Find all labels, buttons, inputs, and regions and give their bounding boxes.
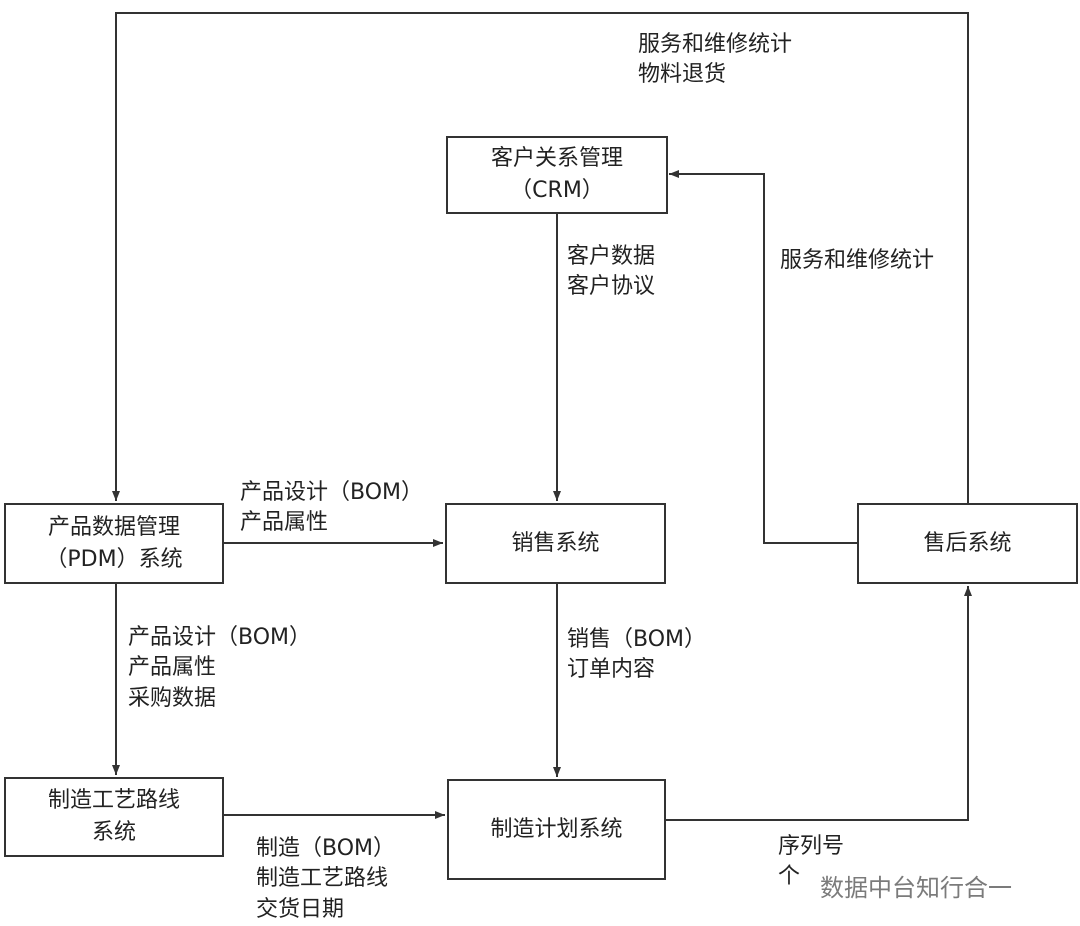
- pdm-node-subtitle: （PDM）系统: [45, 546, 183, 572]
- label-pdm-to-sales-line: 产品属性: [240, 510, 329, 536]
- mfg-plan-node-title: 制造计划系统: [490, 816, 623, 842]
- routing-node-subtitle: 系统: [91, 820, 136, 845]
- sales-node: 销售系统: [445, 503, 666, 584]
- watermark-text: 数据中台知行合一: [820, 874, 1012, 902]
- label-top-loop-line: 物料退货: [638, 62, 727, 88]
- label-pdm-to-sales: 产品设计（BOM） 产品属性: [240, 478, 423, 539]
- label-plan-to-aftersales-line: 个: [778, 864, 801, 890]
- crm-node-title: 客户关系管理: [490, 146, 623, 172]
- label-aftersales-to-crm: 服务和维修统计: [780, 246, 934, 276]
- label-sales-to-plan: 销售（BOM） 订单内容: [567, 625, 706, 686]
- edge-plan-to-aftersales: [666, 586, 972, 821]
- label-sales-to-plan-line: 订单内容: [567, 657, 656, 683]
- label-aftersales-to-crm-line: 服务和维修统计: [780, 248, 935, 273]
- crm-node-subtitle: （CRM）: [510, 178, 604, 203]
- pdm-node-title: 产品数据管理: [47, 514, 180, 540]
- label-top-loop: 服务和维修统计 物料退货: [638, 30, 792, 91]
- crm-node: 客户关系管理 （CRM）: [446, 136, 668, 214]
- label-pdm-to-sales-line: 产品设计（BOM）: [240, 480, 424, 505]
- label-routing-to-plan-line: 制造工艺路线: [256, 866, 389, 892]
- sales-node-title: 销售系统: [511, 530, 600, 556]
- label-plan-to-aftersales-line: 序列号: [778, 834, 845, 859]
- watermark: 数据中台知行合一: [780, 868, 1012, 903]
- after-sales-node-title: 售后系统: [923, 530, 1012, 556]
- label-crm-to-sales: 客户数据 客户协议: [567, 242, 655, 303]
- label-pdm-to-routing-line: 产品设计（BOM）: [128, 625, 312, 650]
- label-top-loop-line: 服务和维修统计: [638, 32, 793, 57]
- pdm-node: 产品数据管理 （PDM）系统: [4, 503, 224, 584]
- edge-aftersales-to-pdm: [112, 12, 969, 503]
- label-plan-to-aftersales: 序列号 个: [778, 832, 844, 893]
- label-crm-to-sales-line: 客户数据: [567, 244, 656, 269]
- label-pdm-to-routing: 产品设计（BOM） 产品属性 采购数据: [128, 623, 311, 714]
- label-pdm-to-routing-line: 采购数据: [128, 685, 217, 711]
- edge-aftersales-to-crm: [669, 170, 857, 544]
- label-routing-to-plan: 制造（BOM） 制造工艺路线 交货日期: [256, 834, 395, 925]
- label-pdm-to-routing-line: 产品属性: [128, 655, 217, 681]
- label-routing-to-plan-line: 制造（BOM）: [256, 836, 396, 861]
- label-routing-to-plan-line: 交货日期: [256, 896, 345, 922]
- after-sales-node: 售后系统: [857, 503, 1078, 584]
- mfg-plan-node: 制造计划系统: [447, 779, 666, 880]
- label-crm-to-sales-line: 客户协议: [567, 274, 656, 300]
- routing-node: 制造工艺路线 系统: [4, 777, 224, 857]
- routing-node-title: 制造工艺路线: [47, 788, 180, 814]
- label-sales-to-plan-line: 销售（BOM）: [567, 627, 707, 652]
